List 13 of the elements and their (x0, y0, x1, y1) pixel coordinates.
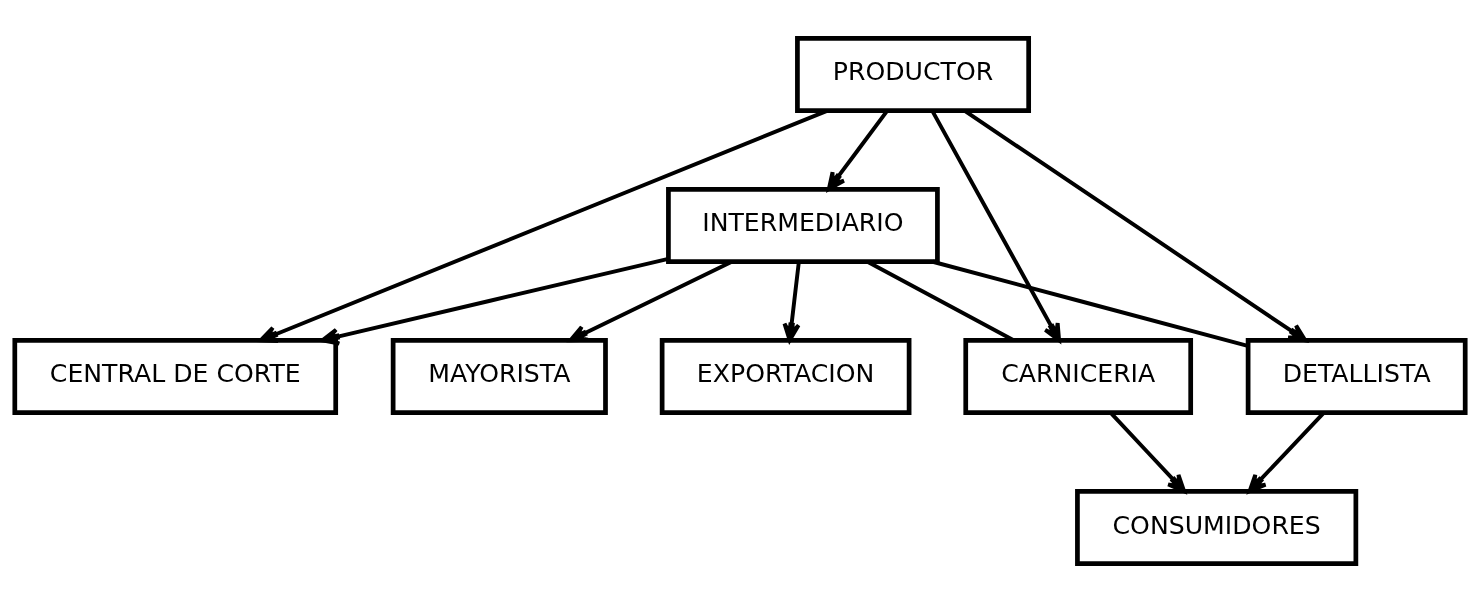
node-box: DETALLISTA (1245, 337, 1468, 415)
node-box: PRODUCTOR (795, 35, 1031, 113)
node-box: EXPORTACION (659, 337, 912, 415)
node-box: CARNICERIA (963, 337, 1194, 415)
node-box: MAYORISTA (390, 337, 608, 415)
connector (932, 259, 1249, 348)
node-box: CONSUMIDORES (1075, 488, 1359, 566)
arrow (782, 261, 801, 342)
arrow (568, 259, 733, 342)
arrow (320, 256, 669, 346)
node-box: CENTRAL DE CORTE (12, 337, 339, 415)
arrow (963, 108, 1308, 342)
node-box: INTERMEDIARIO (666, 186, 940, 264)
